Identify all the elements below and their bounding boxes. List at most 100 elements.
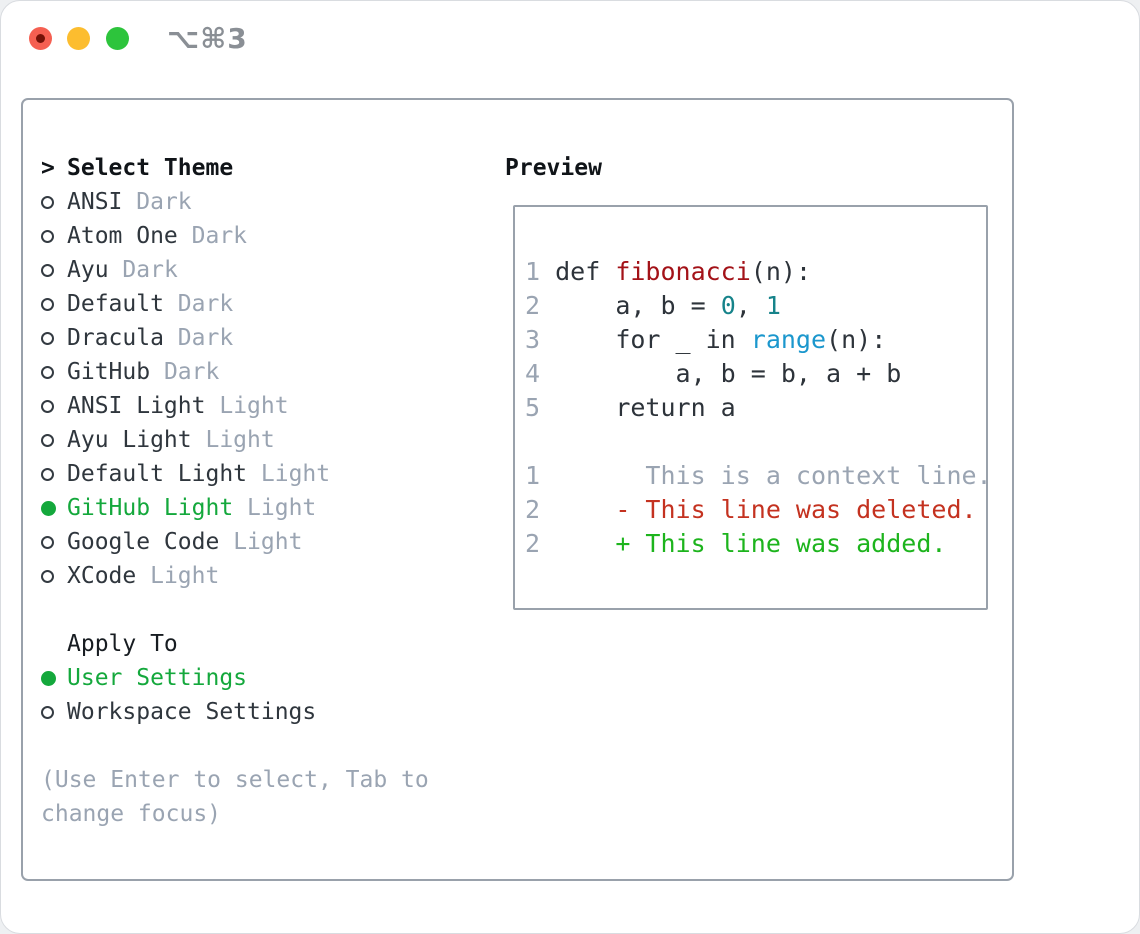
theme-variant-label: Dark	[177, 325, 234, 351]
code-segment-plain: (n):	[750, 257, 812, 286]
apply-to-header: Apply To	[41, 627, 486, 661]
help-text-line: change focus)	[41, 801, 222, 827]
radio-icon	[41, 705, 67, 719]
preview-title: Preview	[505, 155, 602, 181]
theme-option[interactable]: Google Code Light	[41, 525, 486, 559]
radio-icon	[41, 195, 67, 209]
theme-option[interactable]: Ayu Dark	[41, 253, 486, 287]
radio-selected-icon	[41, 500, 67, 516]
theme-variant-label: Light	[150, 563, 220, 589]
window-title: ⌥⌘3	[167, 22, 248, 55]
radio-icon	[41, 229, 67, 243]
apply-option-label: Workspace Settings	[67, 699, 317, 725]
radio-icon	[41, 263, 67, 277]
theme-name-variant-gap	[247, 461, 261, 487]
apply-option[interactable]: Workspace Settings	[41, 695, 486, 729]
code-line: 3 for _ in range(n):	[525, 323, 980, 357]
radio-icon	[41, 195, 54, 209]
radio-icon	[41, 399, 67, 413]
radio-icon	[41, 569, 54, 583]
theme-variant-label: Light	[205, 427, 275, 453]
section-gap	[41, 729, 486, 763]
code-line: 5 return a	[525, 391, 980, 425]
theme-name: Default Light	[67, 461, 248, 487]
prompt-icon: >	[41, 155, 55, 181]
theme-option[interactable]: Default Light Light	[41, 457, 486, 491]
help-text: (Use Enter to select, Tab to change focus…	[41, 763, 486, 831]
line-number: 4	[525, 359, 556, 388]
code-line	[525, 425, 980, 459]
theme-name: Default	[67, 291, 164, 317]
theme-name: Dracula	[67, 325, 164, 351]
radio-icon	[41, 365, 67, 379]
zoom-button[interactable]	[106, 27, 129, 50]
code-segment-deleted: - This line was deleted.	[555, 495, 977, 524]
radio-icon	[41, 297, 67, 311]
theme-variant-label: Light	[247, 495, 317, 521]
theme-variant-label: Dark	[177, 291, 234, 317]
apply-option[interactable]: User Settings	[41, 661, 486, 695]
code-line: 1 def fibonacci(n):	[525, 255, 980, 289]
radio-icon	[41, 467, 54, 481]
code-line: 2 - This line was deleted.	[525, 493, 980, 527]
line-number: 5	[525, 393, 556, 422]
select-theme-header: >Select Theme	[41, 151, 486, 185]
code-segment-plain: a, b =	[555, 291, 721, 320]
code-segment-plain: for _ in	[555, 325, 751, 354]
theme-variant-label: Light	[219, 393, 289, 419]
theme-variant-label: Dark	[122, 257, 178, 283]
radio-icon	[41, 535, 54, 549]
radio-icon	[41, 705, 54, 719]
code-line: 1 This is a context line.	[525, 459, 986, 493]
code-segment-plain: (n):	[826, 325, 887, 354]
theme-name-variant-gap	[150, 359, 164, 385]
help-text-line: (Use Enter to select, Tab to	[41, 767, 429, 793]
theme-option[interactable]: Default Dark	[41, 287, 486, 321]
theme-name-variant-gap	[164, 325, 178, 351]
code-segment-number_literal: 0	[720, 291, 736, 320]
code-segment-number_literal: 1	[765, 291, 781, 320]
titlebar: ⌥⌘3	[1, 1, 1139, 73]
theme-name-variant-gap	[136, 563, 150, 589]
code-line: 4 a, b = b, a + b	[525, 357, 980, 391]
minimize-button[interactable]	[67, 27, 90, 50]
code-segment-plain: def	[555, 257, 616, 286]
theme-option[interactable]: XCode Light	[41, 559, 486, 593]
theme-name: GitHub Light	[67, 495, 234, 521]
line-number: 2	[525, 495, 556, 524]
theme-option[interactable]: ANSI Light Light	[41, 389, 486, 423]
code-segment-plain: ,	[735, 291, 766, 320]
theme-name: Google Code	[67, 529, 220, 555]
radio-icon	[41, 535, 67, 549]
theme-option[interactable]: GitHub Dark	[41, 355, 486, 389]
theme-variant-label: Dark	[136, 189, 192, 215]
theme-variant-label: Dark	[163, 359, 220, 385]
code-segment-plain: return a	[555, 393, 736, 422]
theme-option[interactable]: Atom One Dark	[41, 219, 486, 253]
radio-selected-icon	[41, 670, 67, 686]
line-number: 1	[525, 257, 556, 286]
radio-icon	[41, 467, 67, 481]
theme-option[interactable]: Ayu Light Light	[41, 423, 486, 457]
theme-option[interactable]: ANSI Dark	[41, 185, 486, 219]
theme-name: Ayu	[67, 257, 109, 283]
theme-name: ANSI	[67, 189, 123, 215]
section-gap	[41, 593, 486, 627]
code-segment-function: fibonacci	[615, 257, 751, 286]
theme-name-variant-gap	[122, 189, 136, 215]
theme-variant-label: Dark	[191, 223, 248, 249]
theme-option[interactable]: GitHub Light Light	[41, 491, 486, 525]
theme-name-variant-gap	[219, 529, 233, 555]
line-number: 2	[525, 291, 556, 320]
theme-name: XCode	[67, 563, 137, 589]
line-number: 1	[525, 461, 556, 490]
code-line: 2 + This line was added.	[525, 527, 980, 561]
radio-icon	[41, 229, 54, 243]
theme-variant-label: Light	[260, 461, 331, 487]
theme-option[interactable]: Dracula Dark	[41, 321, 486, 355]
theme-variant-label: Light	[233, 529, 303, 555]
close-button[interactable]	[29, 27, 52, 50]
radio-icon	[41, 433, 54, 447]
